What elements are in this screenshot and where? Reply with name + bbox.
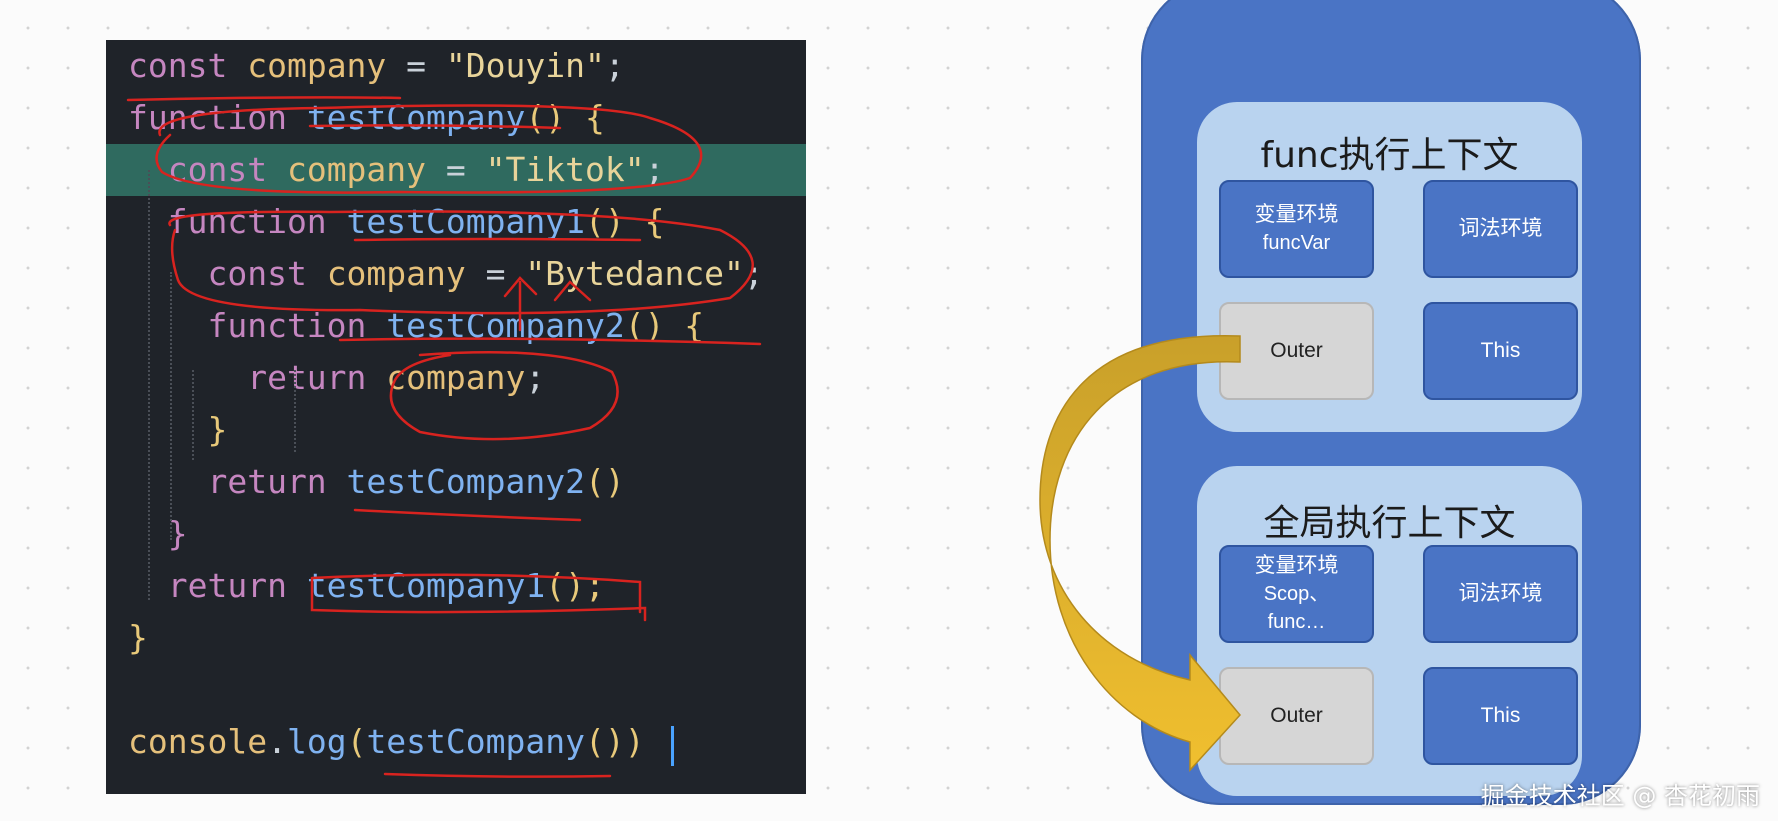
indent-guide xyxy=(192,370,194,460)
code-token: testCompany2 xyxy=(386,306,625,345)
global-outer: Outer xyxy=(1219,667,1374,765)
func-outer: Outer xyxy=(1219,302,1374,400)
code-token: = xyxy=(386,46,446,85)
code-token: testCompany2 xyxy=(346,462,585,501)
code-token: . xyxy=(267,722,287,761)
global-outer-label: Outer xyxy=(1270,704,1323,727)
code-line[interactable]: function testCompany2() { xyxy=(106,300,806,352)
code-line[interactable]: return company; xyxy=(106,352,806,404)
code-token: function xyxy=(128,98,307,137)
func-variable-env-value: funcVar xyxy=(1262,232,1331,254)
code-token: () { xyxy=(584,202,665,241)
code-token: ; xyxy=(525,358,546,397)
code-token: = xyxy=(426,150,486,189)
code-token: ( xyxy=(346,722,367,761)
global-lexical-env-label: 词法环境 xyxy=(1458,582,1543,605)
code-token: console xyxy=(128,722,268,761)
text-cursor xyxy=(671,726,674,766)
code-token: } xyxy=(128,410,228,449)
code-token: () { xyxy=(525,98,605,137)
code-token: company xyxy=(386,358,526,397)
indent-guide xyxy=(170,272,172,540)
code-line[interactable] xyxy=(106,664,806,716)
code-token: "Bytedance" xyxy=(525,254,744,293)
code-line[interactable]: console.log(testCompany()) xyxy=(106,716,806,768)
func-lexical-env-label: 词法环境 xyxy=(1458,217,1543,240)
code-token: ; xyxy=(743,254,764,293)
code-token: testCompany xyxy=(366,722,585,761)
code-editor-panel[interactable]: const company = "Douyin";function testCo… xyxy=(106,40,806,794)
code-token: company xyxy=(247,46,387,85)
code-line[interactable]: const company = "Tiktok"; xyxy=(106,144,806,196)
code-token: } xyxy=(128,618,148,657)
code-line[interactable]: } xyxy=(106,612,806,664)
watermark: 掘金技术社区 @ 杏花初雨 xyxy=(1480,782,1760,810)
code-line[interactable]: return testCompany2() xyxy=(106,456,806,508)
code-token: const xyxy=(128,46,248,85)
code-token: return xyxy=(128,462,347,501)
code-token: testCompany1 xyxy=(346,202,585,241)
func-variable-env-label: 变量环境 xyxy=(1254,203,1339,226)
global-this-label: This xyxy=(1480,704,1521,727)
global-lexical-env: 词法环境 xyxy=(1423,545,1578,643)
indent-guide xyxy=(148,170,150,600)
code-token: "Douyin" xyxy=(445,46,605,85)
code-token: log xyxy=(286,722,347,761)
code-token: testCompany1 xyxy=(306,566,546,605)
code-line[interactable]: function testCompany() { xyxy=(106,92,806,144)
global-context-title: 全局执行上下文 xyxy=(1263,503,1516,544)
func-context-title: func执行上下文 xyxy=(1260,135,1519,176)
code-token: function xyxy=(128,202,347,241)
code-line[interactable]: } xyxy=(106,508,806,560)
func-outer-label: Outer xyxy=(1270,339,1323,362)
code-line[interactable]: function testCompany1() { xyxy=(106,196,806,248)
indent-guide xyxy=(294,370,296,452)
code-token: const xyxy=(128,150,287,189)
code-token: return xyxy=(128,566,307,605)
func-variable-env: 变量环境 funcVar xyxy=(1219,180,1374,278)
code-token: "Tiktok" xyxy=(485,150,645,189)
code-line[interactable]: } xyxy=(106,404,806,456)
code-token: } xyxy=(128,514,188,553)
code-token: ; xyxy=(604,46,625,85)
func-this: This xyxy=(1423,302,1578,400)
code-token: () { xyxy=(624,306,705,345)
code-token: ) xyxy=(624,722,645,761)
global-this: This xyxy=(1423,667,1578,765)
code-line[interactable]: const company = "Douyin"; xyxy=(106,40,806,92)
func-lexical-env: 词法环境 xyxy=(1423,180,1578,278)
code-line[interactable]: const company = "Bytedance"; xyxy=(106,248,806,300)
code-token: () xyxy=(584,462,625,501)
global-variable-env: 变量环境 Scop、 func… xyxy=(1219,545,1374,643)
global-variable-env-label: 变量环境 xyxy=(1254,554,1339,577)
code-token: company xyxy=(286,150,427,189)
global-variable-env-value-2: func… xyxy=(1267,611,1326,633)
code-token: return xyxy=(128,358,387,397)
code-token: (); xyxy=(545,566,605,605)
code-token: () xyxy=(584,722,625,761)
code-token: function xyxy=(128,306,387,345)
code-token: company xyxy=(326,254,466,293)
code-token: testCompany xyxy=(306,98,526,137)
func-this-label: This xyxy=(1480,339,1521,362)
code-line[interactable]: return testCompany1(); xyxy=(106,560,806,612)
code-token: ; xyxy=(644,150,665,189)
global-variable-env-value: Scop、 xyxy=(1263,583,1330,605)
code-token: = xyxy=(465,254,526,293)
code-token: const xyxy=(128,254,327,293)
